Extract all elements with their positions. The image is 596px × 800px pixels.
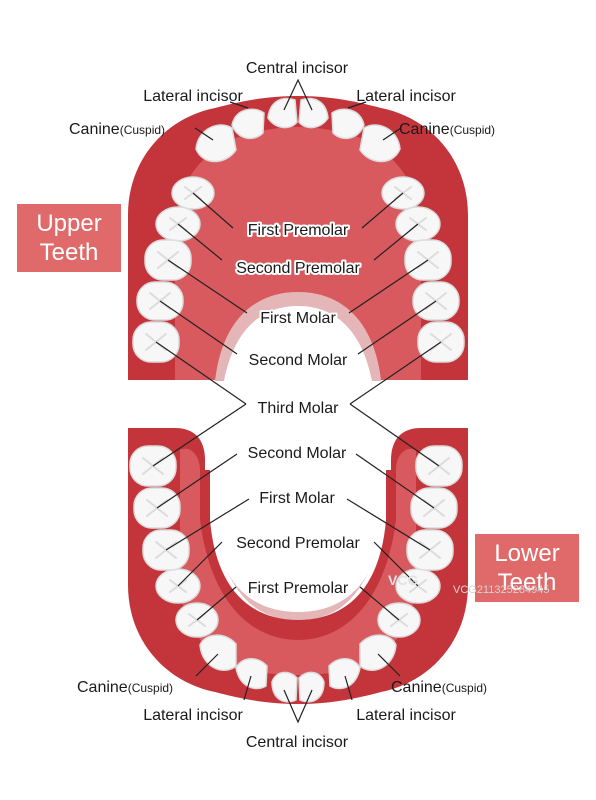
label-upper-first-molar: First Molar <box>260 310 336 327</box>
upper-central-incisor-left <box>267 97 298 129</box>
upper-palate <box>175 127 421 380</box>
label-upper-first-premolar: First Premolar <box>248 222 349 239</box>
label-lower-canine-left: Canine(Cuspid) <box>77 679 173 696</box>
lower-lateral-incisor-right <box>328 658 361 690</box>
lower-labels: Second Molar First Molar Second Premolar… <box>77 443 487 751</box>
lower-central-incisor-left <box>271 671 298 703</box>
label-lower-canine-right-note: (Cuspid) <box>442 681 487 695</box>
lower-floor <box>180 448 416 675</box>
label-lower-lateral-incisor-left: Lateral incisor <box>143 707 243 724</box>
upper-front-teeth <box>195 97 401 163</box>
upper-teeth-badge-line-1: Upper <box>36 210 102 237</box>
lower-canine-left <box>199 634 237 671</box>
label-upper-canine-left-name: Canine <box>69 121 120 138</box>
upper-labels: Central incisor Lateral incisor Lateral … <box>69 60 495 371</box>
upper-mouth-opening <box>215 292 381 381</box>
watermark-id: VCG211325284945 <box>453 584 550 596</box>
upper-teeth-badge: Upper Teeth <box>17 204 121 272</box>
label-upper-canine-right: Canine(Cuspid) <box>399 121 495 138</box>
leader-lines <box>152 78 442 724</box>
label-lower-second-premolar: Second Premolar <box>236 535 360 552</box>
upper-palate-shadow <box>215 292 381 381</box>
lower-front-teeth <box>199 634 397 703</box>
label-lower-central-incisor: Central incisor <box>246 734 349 751</box>
label-upper-canine-right-name: Canine <box>399 121 450 138</box>
label-upper-second-premolar: Second Premolar <box>236 260 360 277</box>
label-upper-lateral-incisor-left: Lateral incisor <box>143 88 243 105</box>
lower-central-incisor-right <box>298 671 325 703</box>
lower-mouth-opening <box>210 430 386 620</box>
lower-teeth-badge: Lower Teeth <box>475 534 579 602</box>
lower-lateral-incisor-left <box>235 658 268 690</box>
lower-arch <box>128 428 468 704</box>
label-lower-canine-right-name: Canine <box>391 679 442 696</box>
lower-teeth-badge-line-1: Lower <box>494 540 560 567</box>
label-upper-central-incisor: Central incisor <box>246 60 349 77</box>
watermark-logo: VCG <box>388 572 419 588</box>
label-lower-canine-right: Canine(Cuspid) <box>391 679 487 696</box>
upper-lateral-incisor-left <box>231 108 265 140</box>
label-lower-lateral-incisor-right: Lateral incisor <box>356 707 456 724</box>
label-upper-second-molar: Second Molar <box>249 352 348 369</box>
label-upper-lateral-incisor-right: Lateral incisor <box>356 88 456 105</box>
lower-teeth-badge-line-2: Teeth <box>497 569 557 596</box>
label-upper-canine-left-note: (Cuspid) <box>120 123 165 137</box>
upper-lateral-incisor-right <box>331 108 365 140</box>
label-lower-canine-left-name: Canine <box>77 679 128 696</box>
upper-arch <box>128 96 468 381</box>
upper-teeth-badge-line-2: Teeth <box>39 239 99 266</box>
lower-canine-right <box>359 634 397 671</box>
label-lower-canine-left-note: (Cuspid) <box>128 681 173 695</box>
upper-central-incisor-right <box>298 97 329 129</box>
label-third-molar: Third Molar <box>258 400 340 417</box>
lower-tongue-shadow <box>222 560 374 620</box>
label-lower-first-molar: First Molar <box>259 490 335 507</box>
label-lower-first-premolar: First Premolar <box>248 580 349 597</box>
label-lower-second-molar: Second Molar <box>248 445 347 462</box>
label-upper-canine-right-note: (Cuspid) <box>450 123 495 137</box>
label-upper-canine-left: Canine(Cuspid) <box>69 121 165 138</box>
